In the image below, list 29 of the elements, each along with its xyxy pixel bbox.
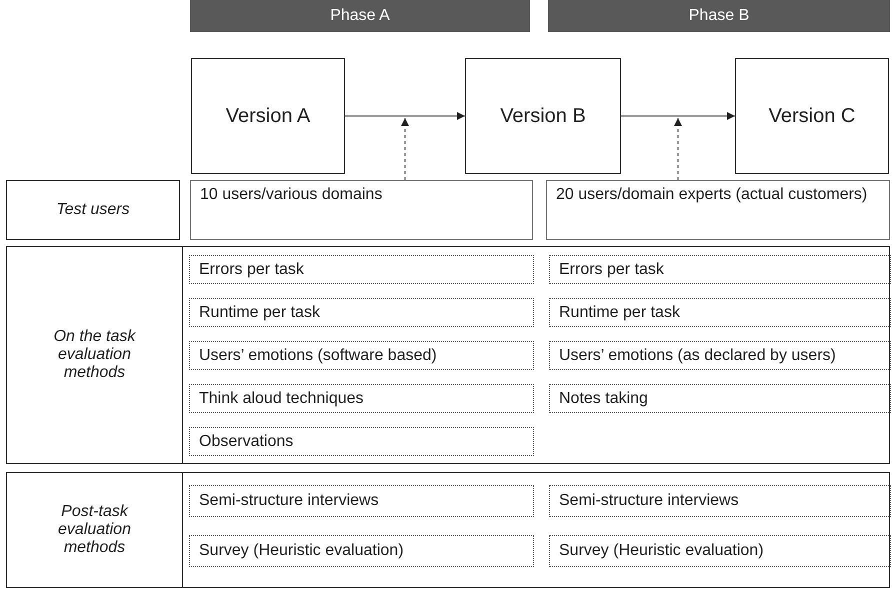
method-box: Semi-structure interviews	[189, 485, 534, 517]
method-box: Observations	[189, 427, 534, 456]
dashed-arrow	[674, 118, 682, 180]
arrow	[344, 112, 466, 120]
method-box: Notes taking	[549, 384, 891, 413]
arrow	[620, 112, 736, 120]
version-box: Version C	[735, 58, 889, 174]
row-header: On the task evaluation methods	[7, 247, 183, 463]
version-box: Version A	[191, 58, 345, 174]
row-header: Post-task evaluation methods	[7, 473, 183, 587]
method-box: Users’ emotions (software based)	[189, 341, 534, 370]
phase-banner: Phase A	[190, 0, 530, 32]
version-box: Version B	[465, 58, 621, 174]
user-group-cell: 10 users/various domains	[190, 180, 533, 240]
method-row	[6, 246, 890, 464]
method-box: Users’ emotions (as declared by users)	[549, 341, 891, 370]
method-box: Runtime per task	[189, 298, 534, 327]
method-box: Errors per task	[189, 255, 534, 284]
method-box: Runtime per task	[549, 298, 891, 327]
row-header: Test users	[6, 180, 180, 240]
method-box: Errors per task	[549, 255, 891, 284]
method-box: Survey (Heuristic evaluation)	[549, 535, 891, 567]
phase-banner: Phase B	[548, 0, 890, 32]
method-box: Semi-structure interviews	[549, 485, 891, 517]
method-row	[6, 472, 890, 588]
user-group-cell: 20 users/domain experts (actual customers)	[546, 180, 890, 240]
method-box: Think aloud techniques	[189, 384, 534, 413]
method-box: Survey (Heuristic evaluation)	[189, 535, 534, 567]
dashed-arrow	[401, 118, 409, 180]
